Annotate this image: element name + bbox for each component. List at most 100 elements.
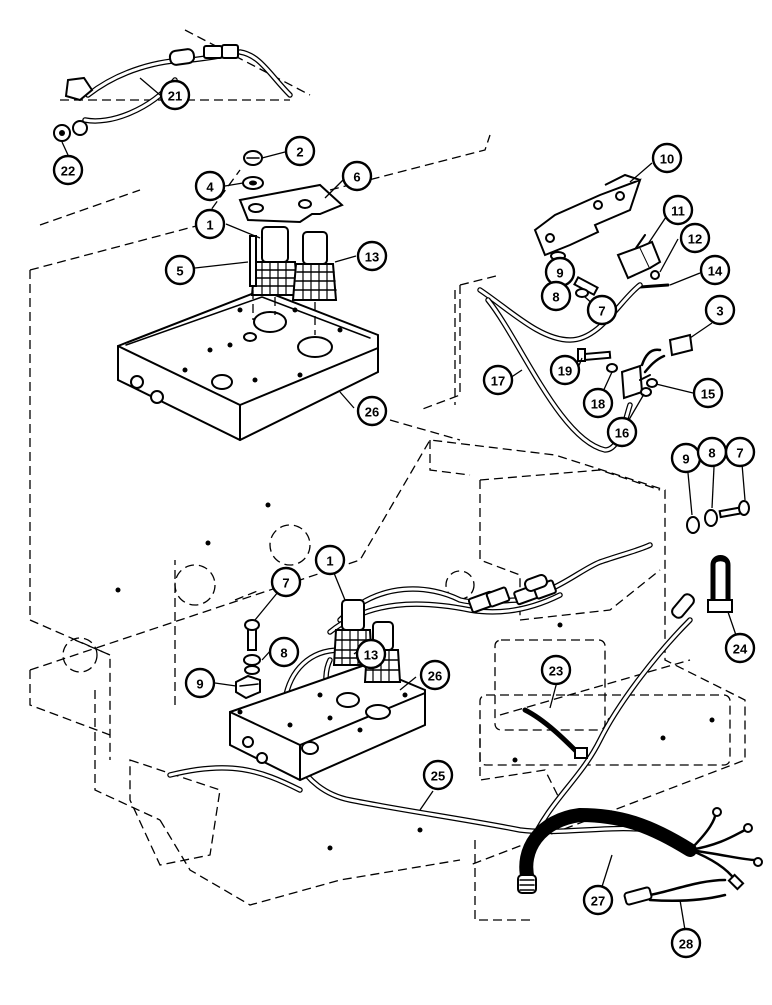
callout-circle: [52, 154, 84, 186]
callout-circle: [194, 170, 226, 202]
control-box-26-lower: [229, 663, 426, 782]
callout-9: 9: [184, 667, 216, 699]
callout-number: 8: [708, 446, 715, 461]
nut-15: [646, 378, 658, 388]
callout-13: 13: [356, 240, 388, 272]
mounting-plate-10: [533, 173, 642, 257]
clamp-24: [707, 555, 733, 613]
bracket-6: [238, 183, 344, 224]
callout-number: 6: [353, 170, 360, 185]
callout-16: 16: [606, 416, 638, 448]
callout-6: 6: [341, 160, 373, 192]
callout-circle: [194, 208, 226, 240]
screw-14: [638, 283, 670, 289]
callout-number: 16: [615, 426, 629, 441]
washer-18: [606, 363, 618, 373]
callout-circle: [268, 636, 300, 668]
callout-number: 9: [556, 266, 563, 281]
washer-8-right: [704, 509, 718, 527]
callout-number: 7: [282, 576, 289, 591]
callout-9: 9: [544, 256, 576, 288]
callout-circle: [540, 280, 572, 312]
callout-circle: [355, 638, 387, 670]
callout-13: 13: [355, 638, 387, 670]
callout-circle: [341, 160, 373, 192]
callout-circle: [586, 294, 618, 326]
callout-25: 25: [422, 759, 454, 791]
callout-17: 17: [482, 364, 514, 396]
callout-circle: [704, 294, 736, 326]
callout-circle: [670, 927, 702, 959]
harness-27: [517, 807, 763, 894]
callout-circle: [540, 654, 572, 686]
callout-circle: [482, 364, 514, 396]
callout-number: 5: [176, 264, 183, 279]
harness-28: [623, 878, 727, 906]
callout-26: 26: [356, 395, 388, 427]
callout-number: 26: [428, 669, 442, 684]
callout-8: 8: [540, 280, 572, 312]
callout-26: 26: [419, 659, 451, 691]
callout-number: 18: [591, 397, 605, 412]
callout-9: 9: [670, 442, 702, 474]
callout-number: 27: [591, 894, 605, 909]
assembly-centerlines-upper: [274, 297, 316, 335]
callout-number: 9: [682, 452, 689, 467]
callout-circle: [606, 416, 638, 448]
callout-number: 28: [679, 937, 693, 952]
callout-circle: [419, 659, 451, 691]
callout-8: 8: [696, 436, 728, 468]
callout-circle: [692, 377, 724, 409]
callout-number: 11: [671, 204, 685, 219]
callout-number: 8: [280, 646, 287, 661]
switch-11: [616, 234, 662, 280]
callout-12: 12: [679, 222, 711, 254]
callout-14: 14: [699, 254, 731, 286]
callout-number: 25: [431, 769, 445, 784]
callout-number: 1: [206, 218, 213, 233]
washer-9-right: [686, 516, 700, 534]
callout-number: 13: [365, 250, 379, 265]
callout-number: 14: [708, 264, 723, 279]
callout-number: 17: [491, 374, 505, 389]
callout-2: 2: [284, 135, 316, 167]
callout-10: 10: [651, 142, 683, 174]
washer-4: [242, 176, 264, 190]
callout-circle: [184, 667, 216, 699]
callout-number: 26: [365, 405, 379, 420]
callout-28: 28: [670, 927, 702, 959]
callout-circle: [164, 254, 196, 286]
harness-lower-upper-branch: [327, 542, 653, 635]
callout-5: 5: [164, 254, 196, 286]
callout-circle: [582, 884, 614, 916]
callout-circle: [662, 194, 694, 226]
callout-7: 7: [270, 566, 302, 598]
callout-number: 2: [296, 145, 303, 160]
callout-4: 4: [194, 170, 226, 202]
callout-number: 7: [736, 446, 743, 461]
callout-circle: [724, 632, 756, 664]
callout-1: 1: [314, 544, 346, 576]
nut-16: [640, 387, 652, 397]
callout-circle: [699, 254, 731, 286]
callout-number: 24: [733, 642, 748, 657]
callout-circle: [284, 135, 316, 167]
callout-11: 11: [662, 194, 694, 226]
callout-number: 15: [701, 387, 715, 402]
phantom-mounting-dots: [115, 502, 715, 851]
screw-12: [650, 270, 660, 280]
callout-number: 9: [196, 677, 203, 692]
callout-circle: [549, 354, 581, 386]
callout-15: 15: [692, 377, 724, 409]
callout-number: 13: [364, 648, 378, 663]
tie-strap-23: [522, 707, 588, 759]
callout-number: 22: [61, 164, 75, 179]
callout-21: 21: [159, 79, 191, 111]
callout-19: 19: [549, 354, 581, 386]
callout-number: 1: [326, 554, 333, 569]
screw-2: [243, 150, 263, 166]
callout-number: 23: [549, 664, 563, 679]
